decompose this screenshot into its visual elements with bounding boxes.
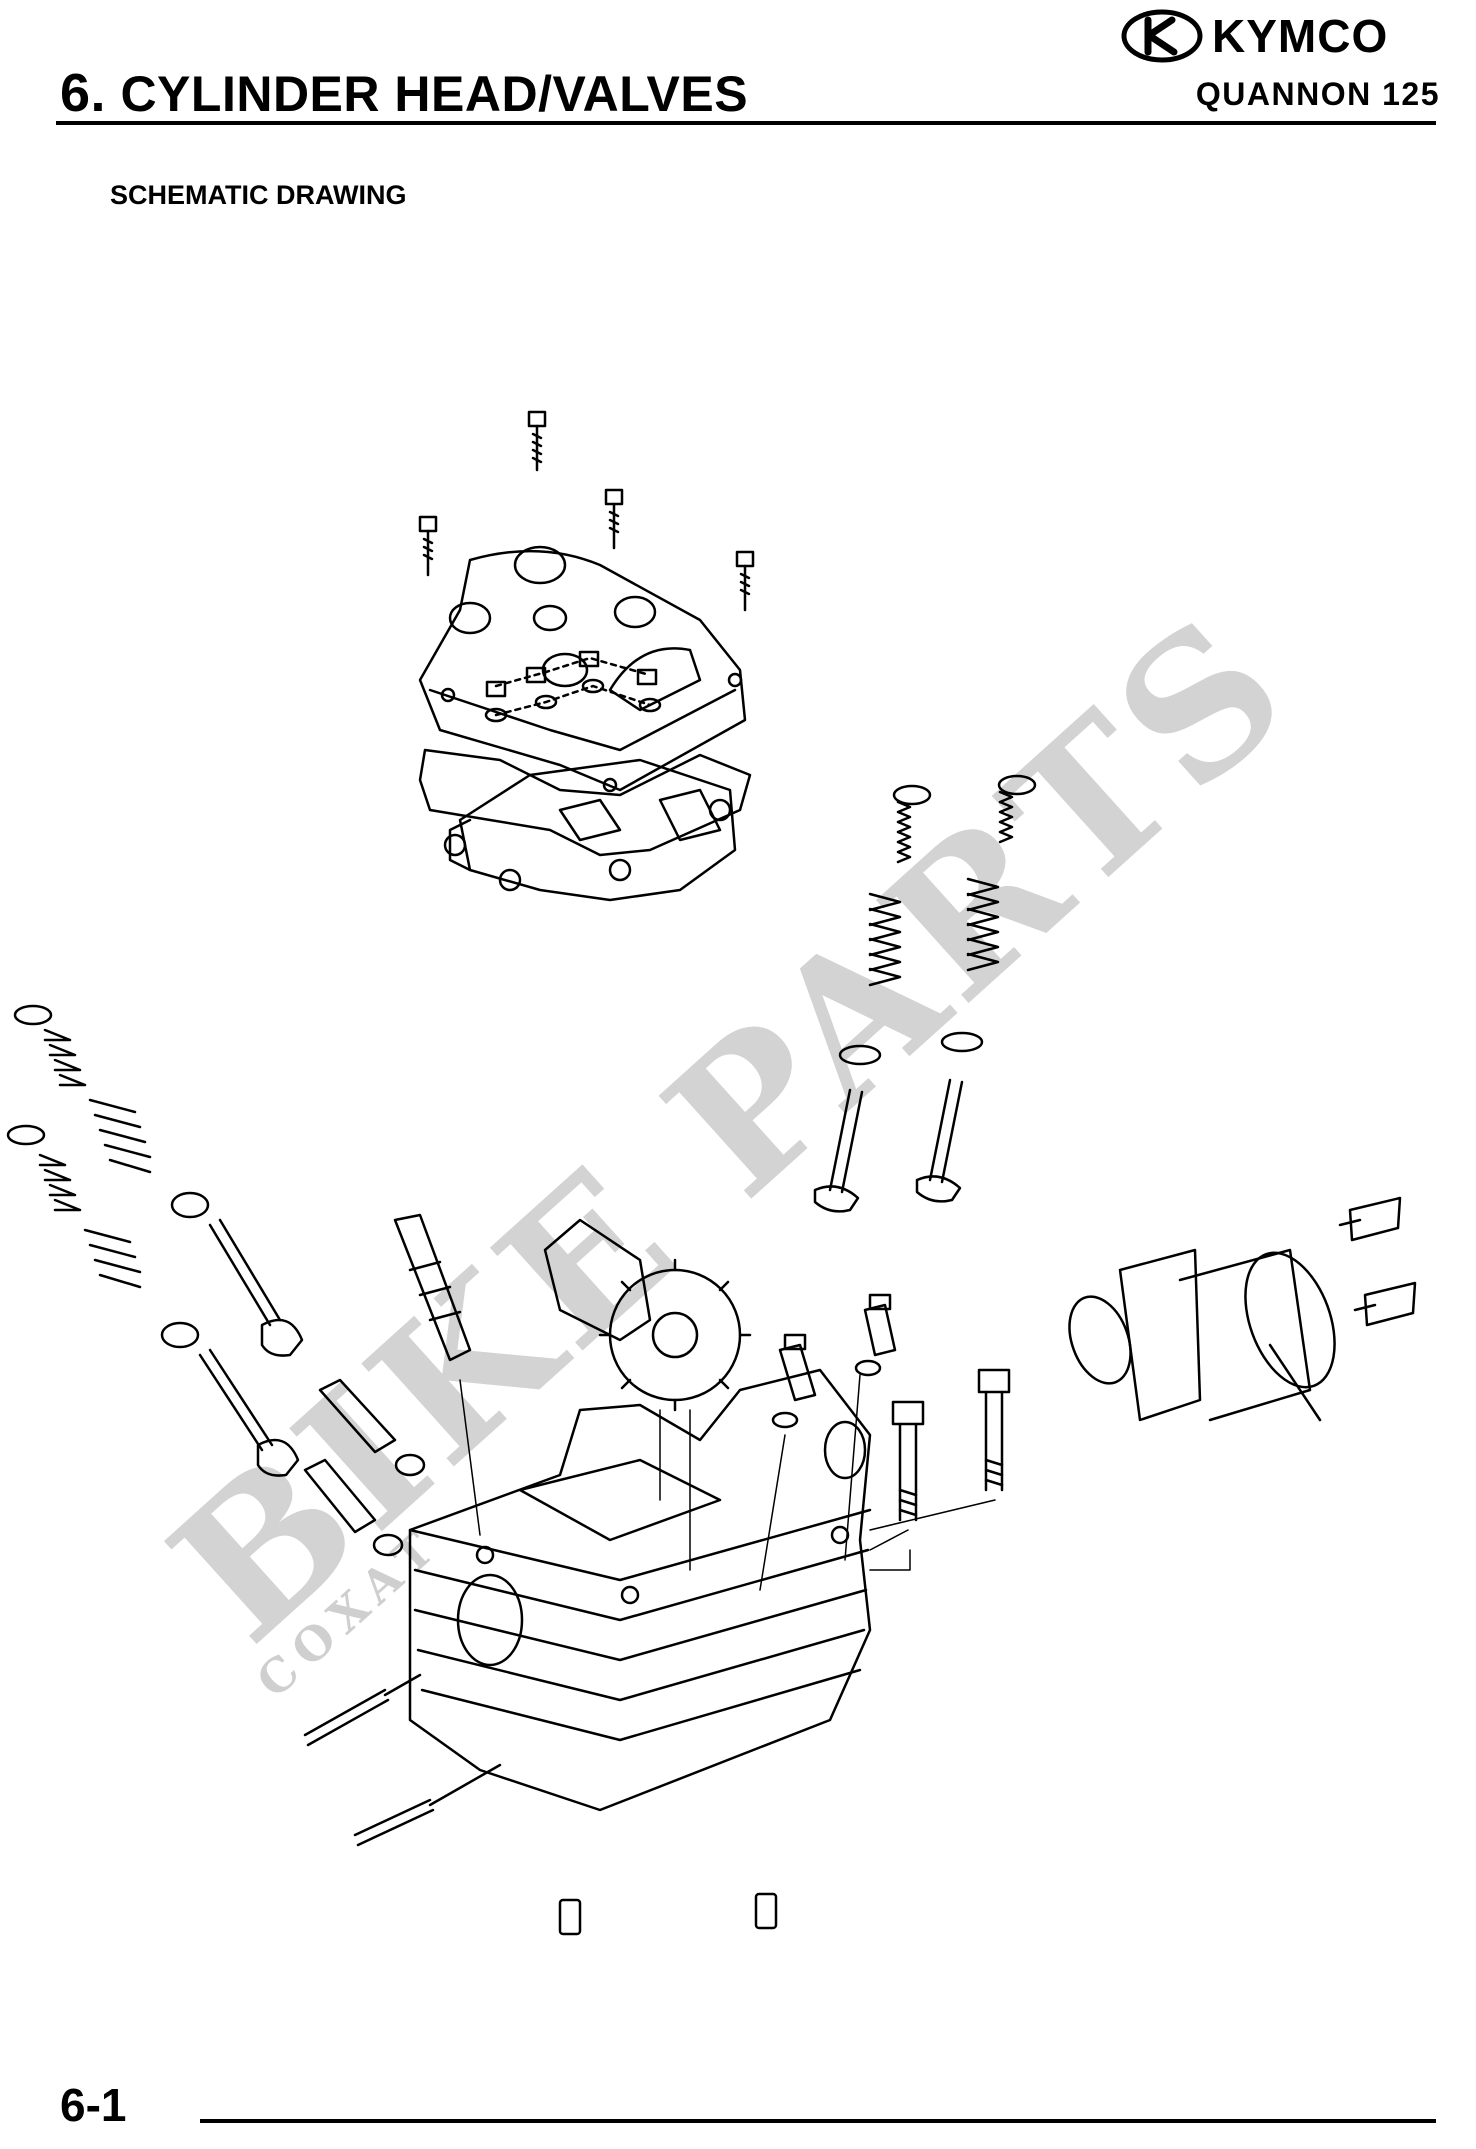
valve-assembly-left <box>6 1004 304 1477</box>
camshaft-oil-seals <box>303 1378 426 1557</box>
leader-lines <box>459 1374 996 1591</box>
rocker-arm-holder <box>443 758 737 902</box>
watermark-text: BIKE PARTS <box>131 571 1332 1684</box>
camshaft-and-sprocket <box>543 1218 752 1412</box>
cylinder-head-exploded-diagram: BIKE PARTS COXAT <box>6 410 1417 1936</box>
section-heading: SCHEMATIC DRAWING <box>110 180 407 210</box>
brand-name: KYMCO <box>1212 10 1388 62</box>
cylinder-head-cover <box>418 545 747 793</box>
dowel-pins <box>558 1892 778 1936</box>
cylinder-head-cover-bolts <box>418 410 755 612</box>
watermark: BIKE PARTS COXAT <box>131 571 1332 1708</box>
chapter-number: 6. <box>60 63 107 123</box>
cylinder-studs <box>303 1673 502 1847</box>
cylinder-head-body <box>408 1368 872 1812</box>
cylinder-head-fittings <box>771 1293 897 1429</box>
rocker-nuts-washers <box>484 650 662 723</box>
page-number: 6-1 <box>60 2079 127 2131</box>
chapter-title: 6. CYLINDER HEAD/VALVES <box>60 62 748 124</box>
valve-assembly-right <box>813 774 1037 1213</box>
cover-gasket <box>418 748 752 857</box>
inlet-pipe-assembly <box>1068 1196 1417 1422</box>
header-rule <box>56 121 1436 125</box>
kymco-logo-emblem-icon <box>1121 9 1203 63</box>
cylinder-head-bolts <box>891 1368 1011 1522</box>
footer-rule <box>200 2119 1436 2123</box>
chapter-title-text: CYLINDER HEAD/VALVES <box>120 66 749 122</box>
model-name: QUANNON 125 <box>1195 76 1440 112</box>
kymco-logo: KYMCO <box>1121 9 1388 63</box>
spark-plug <box>393 1213 472 1362</box>
